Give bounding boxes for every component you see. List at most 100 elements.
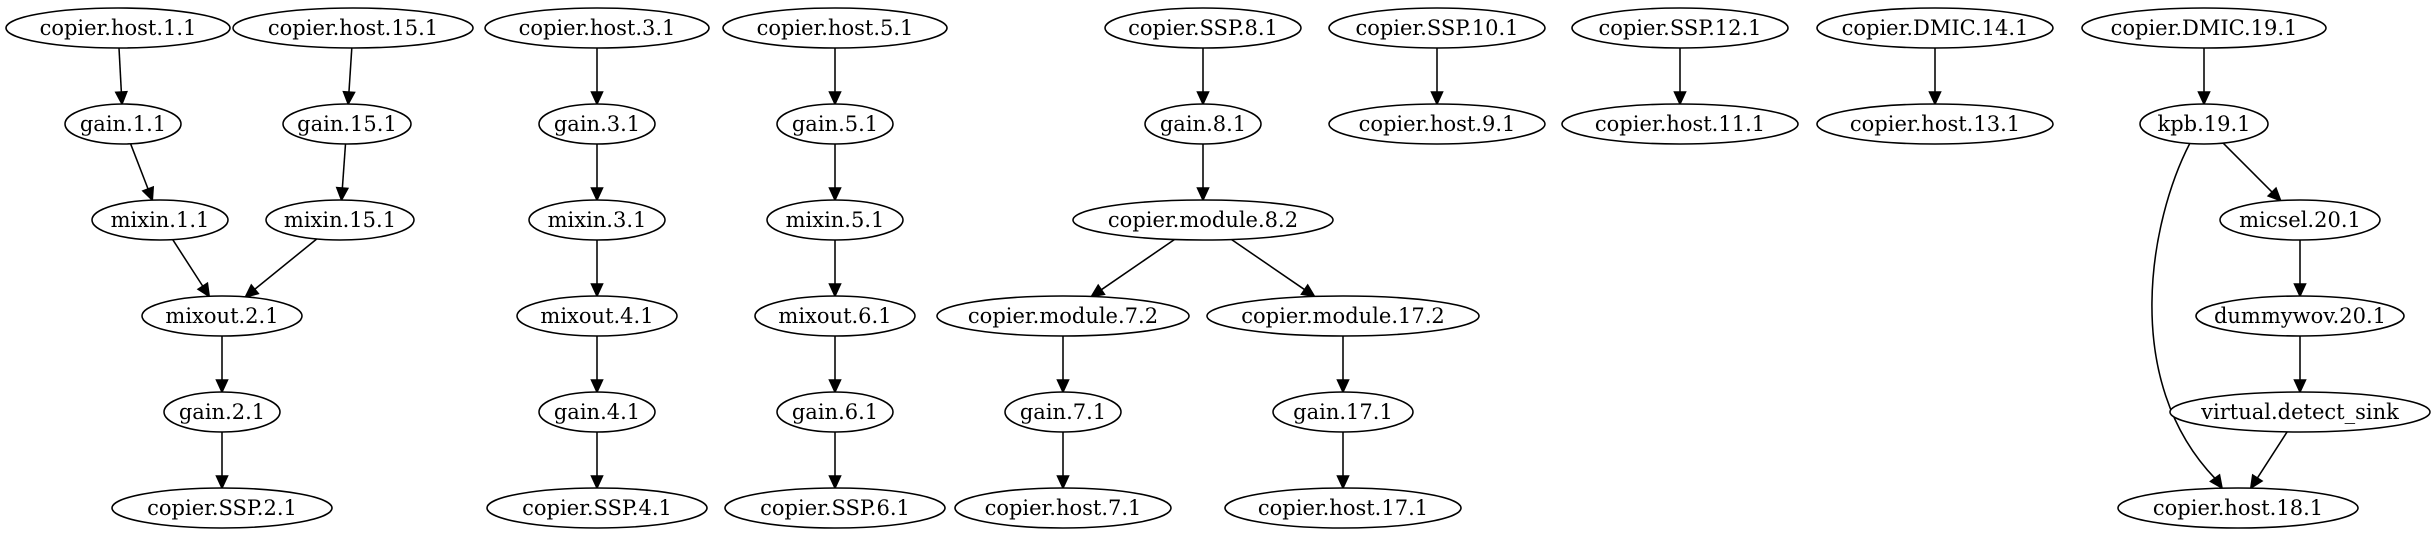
node-label: gain.3.1 <box>554 112 640 136</box>
arrowhead <box>1056 379 1070 394</box>
node-copier-module-7-2: copier.module.7.2 <box>936 295 1190 337</box>
arrowhead <box>2197 91 2211 106</box>
edge-copier-ssp-8-1-to-gain-8-1 <box>1196 48 1210 106</box>
node-mixout-2-1: mixout.2.1 <box>141 295 303 337</box>
edge-layer <box>114 47 2307 490</box>
node-copier-dmic-14-1: copier.DMIC.14.1 <box>1816 7 2054 49</box>
node-copier-host-13-1: copier.host.13.1 <box>1816 103 2054 145</box>
arrowhead <box>196 281 211 298</box>
node-label: gain.1.1 <box>80 112 166 136</box>
node-shape <box>722 7 948 49</box>
node-mixin-1-1: mixin.1.1 <box>91 199 229 241</box>
edge-virtual-detect-sink-to-copier-host-18-1 <box>2249 431 2288 490</box>
node-micsel-20-1: micsel.20.1 <box>2219 199 2381 241</box>
node-label: copier.DMIC.14.1 <box>1842 16 2029 40</box>
edge-copier-ssp-12-1-to-copier-host-11-1 <box>1673 48 1687 106</box>
node-shape <box>1816 103 2054 145</box>
edge-line <box>1100 238 1175 291</box>
node-label: gain.7.1 <box>1020 400 1106 424</box>
node-label: copier.host.13.1 <box>1850 112 2020 136</box>
node-label: copier.host.7.1 <box>985 496 1142 520</box>
node-label: gain.6.1 <box>792 400 878 424</box>
node-shape <box>516 295 678 337</box>
arrowhead <box>1196 91 1210 106</box>
edge-line <box>341 143 347 190</box>
edge-mixin-15-1-to-mixout-2-1 <box>244 238 318 299</box>
node-shape <box>1561 103 1799 145</box>
node-shape <box>528 199 666 241</box>
node-copier-dmic-19-1: copier.DMIC.19.1 <box>2081 7 2327 49</box>
edge-gain-3-1-to-mixin-3-1 <box>590 144 604 202</box>
edge-kpb-19-1-to-micsel-20-1 <box>2222 142 2282 202</box>
node-shape <box>538 103 656 145</box>
node-mixin-3-1: mixin.3.1 <box>528 199 666 241</box>
arrowhead <box>2209 473 2224 490</box>
arrowhead <box>1336 379 1350 394</box>
node-shape <box>141 295 303 337</box>
node-shape <box>2081 7 2327 49</box>
node-copier-host-3-1: copier.host.3.1 <box>484 7 710 49</box>
node-shape <box>1272 391 1414 433</box>
node-shape <box>1144 103 1262 145</box>
edge-gain-15-1-to-mixin-15-1 <box>335 143 350 202</box>
node-shape <box>1816 7 2054 49</box>
node-shape <box>91 199 229 241</box>
edge-micsel-20-1-to-dummywov-20-1 <box>2293 240 2307 298</box>
edge-line <box>348 47 353 94</box>
node-gain-7-1: gain.7.1 <box>1004 391 1122 433</box>
edge-gain-5-1-to-mixin-5-1 <box>828 144 842 202</box>
node-label: copier.host.3.1 <box>519 16 676 40</box>
node-label: dummywov.20.1 <box>2214 304 2386 328</box>
node-shape <box>486 487 708 529</box>
edge-gain-8-1-to-copier-module-8-2 <box>1196 144 1210 202</box>
node-gain-5-1: gain.5.1 <box>776 103 894 145</box>
node-shape <box>5 7 231 49</box>
edge-copier-module-8-2-to-copier-module-17-2 <box>1231 238 1317 298</box>
node-label: mixin.3.1 <box>548 208 647 232</box>
node-shape <box>776 391 894 433</box>
edge-line <box>129 143 150 191</box>
node-copier-ssp-4-1: copier.SSP.4.1 <box>486 487 708 529</box>
node-label: gain.8.1 <box>1160 112 1246 136</box>
edge-mixout-2-1-to-gain-2-1 <box>215 336 229 394</box>
node-shape <box>754 295 916 337</box>
node-label: mixout.4.1 <box>540 304 653 328</box>
node-label: gain.5.1 <box>792 112 878 136</box>
node-label: copier.host.5.1 <box>757 16 914 40</box>
node-label: copier.host.9.1 <box>1359 112 1516 136</box>
edge-line <box>253 238 318 291</box>
edge-mixout-6-1-to-gain-6-1 <box>828 336 842 394</box>
node-label: copier.SSP.8.1 <box>1128 16 1278 40</box>
node-label: micsel.20.1 <box>2239 208 2361 232</box>
node-label: copier.SSP.6.1 <box>760 496 910 520</box>
node-label: copier.DMIC.19.1 <box>2111 16 2298 40</box>
edge-copier-ssp-10-1-to-copier-host-9-1 <box>1430 48 1444 106</box>
node-shape <box>163 391 281 433</box>
edge-mixin-3-1-to-mixout-4-1 <box>590 240 604 298</box>
arrowhead <box>244 283 260 299</box>
node-label: copier.SSP.12.1 <box>1598 16 1761 40</box>
node-label: gain.2.1 <box>179 400 265 424</box>
node-shape <box>1206 295 1480 337</box>
node-gain-2-1: gain.2.1 <box>163 391 281 433</box>
node-gain-6-1: gain.6.1 <box>776 391 894 433</box>
arrowhead <box>114 90 128 106</box>
edge-line <box>2151 142 2217 480</box>
node-label: gain.4.1 <box>554 400 640 424</box>
node-label: gain.17.1 <box>1293 400 1393 424</box>
node-shape <box>2219 199 2381 241</box>
node-gain-3-1: gain.3.1 <box>538 103 656 145</box>
node-shape <box>2169 391 2431 433</box>
node-shape <box>2117 487 2359 529</box>
arrowhead <box>2293 379 2307 394</box>
edge-copier-host-3-1-to-gain-3-1 <box>590 48 604 106</box>
node-copier-host-11-1: copier.host.11.1 <box>1561 103 1799 145</box>
node-gain-1-1: gain.1.1 <box>64 103 182 145</box>
node-shape <box>1104 7 1302 49</box>
arrowhead <box>215 379 229 394</box>
arrowhead <box>2266 186 2282 202</box>
edge-gain-7-1-to-copier-host-7-1 <box>1056 432 1070 490</box>
node-shape <box>484 7 710 49</box>
node-label: copier.module.8.2 <box>1108 208 1298 232</box>
arrowhead <box>590 91 604 106</box>
